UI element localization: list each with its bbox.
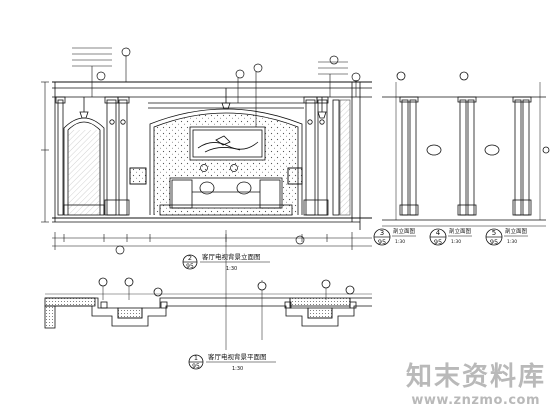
detail-5-ref-sheet: 95 [490, 238, 498, 246]
wall-sconce-right [317, 97, 327, 119]
left-pilasters [55, 96, 130, 216]
detail-3-scale: 1:30 [395, 239, 405, 245]
plan-ref-number: 1 [194, 354, 198, 362]
plan-title-block: 1 95 客厅电视背景平面图 1:30 [188, 352, 276, 372]
main-elevation-title-block: 2 95 客厅电视背景立面图 1:30 [182, 252, 270, 272]
detail-3-title-block: 3 95 剖立面图 1:30 [373, 227, 416, 246]
detail-3-drawing [395, 71, 442, 220]
tv-wall-elevation [41, 47, 372, 255]
detail-4-ref-sheet: 95 [434, 238, 442, 246]
wall-sconce-left [79, 97, 89, 119]
main-elevation-title: 客厅电视背景立面图 [202, 252, 261, 261]
plan-scale: 1:30 [232, 366, 243, 372]
wall-sconce-center [221, 88, 231, 110]
section-details [382, 71, 550, 227]
detail-4-scale: 1:30 [451, 239, 461, 245]
detail-3-title: 剖立面图 [393, 227, 416, 235]
central-feature-panel [148, 102, 304, 216]
detail-5-title-block: 5 95 剖立面图 1:30 [485, 227, 528, 246]
watermark-brand: 知末资料库 [405, 362, 546, 392]
detail-4-ref-number: 4 [436, 229, 441, 237]
left-arched-niche [63, 117, 105, 216]
detail-5-ref-number: 5 [492, 229, 496, 237]
detail-4-drawing [457, 71, 500, 216]
detail-5-drawing [512, 82, 550, 220]
detail-4-title: 剖立面图 [449, 227, 472, 235]
plan-ref-sheet: 95 [192, 363, 200, 370]
annotation-bubbles [96, 47, 361, 255]
main-elevation-ref-sheet: 95 [186, 263, 194, 270]
main-elevation-ref-number: 2 [188, 254, 192, 262]
annotation-leaders [72, 47, 357, 127]
detail-5-title: 剖立面图 [505, 227, 528, 235]
right-pilasters [303, 96, 351, 216]
plan-title: 客厅电视背景平面图 [208, 352, 267, 361]
detail-3-ref-sheet: 95 [378, 238, 386, 246]
tv-wall-plan [44, 230, 372, 350]
detail-3-ref-number: 3 [380, 229, 384, 237]
detail-5-scale: 1:30 [507, 239, 517, 245]
watermark-url: www.znzmo.com [411, 393, 540, 408]
main-elevation-scale: 1:30 [226, 266, 237, 272]
detail-4-title-block: 4 95 剖立面图 1:30 [429, 227, 472, 246]
